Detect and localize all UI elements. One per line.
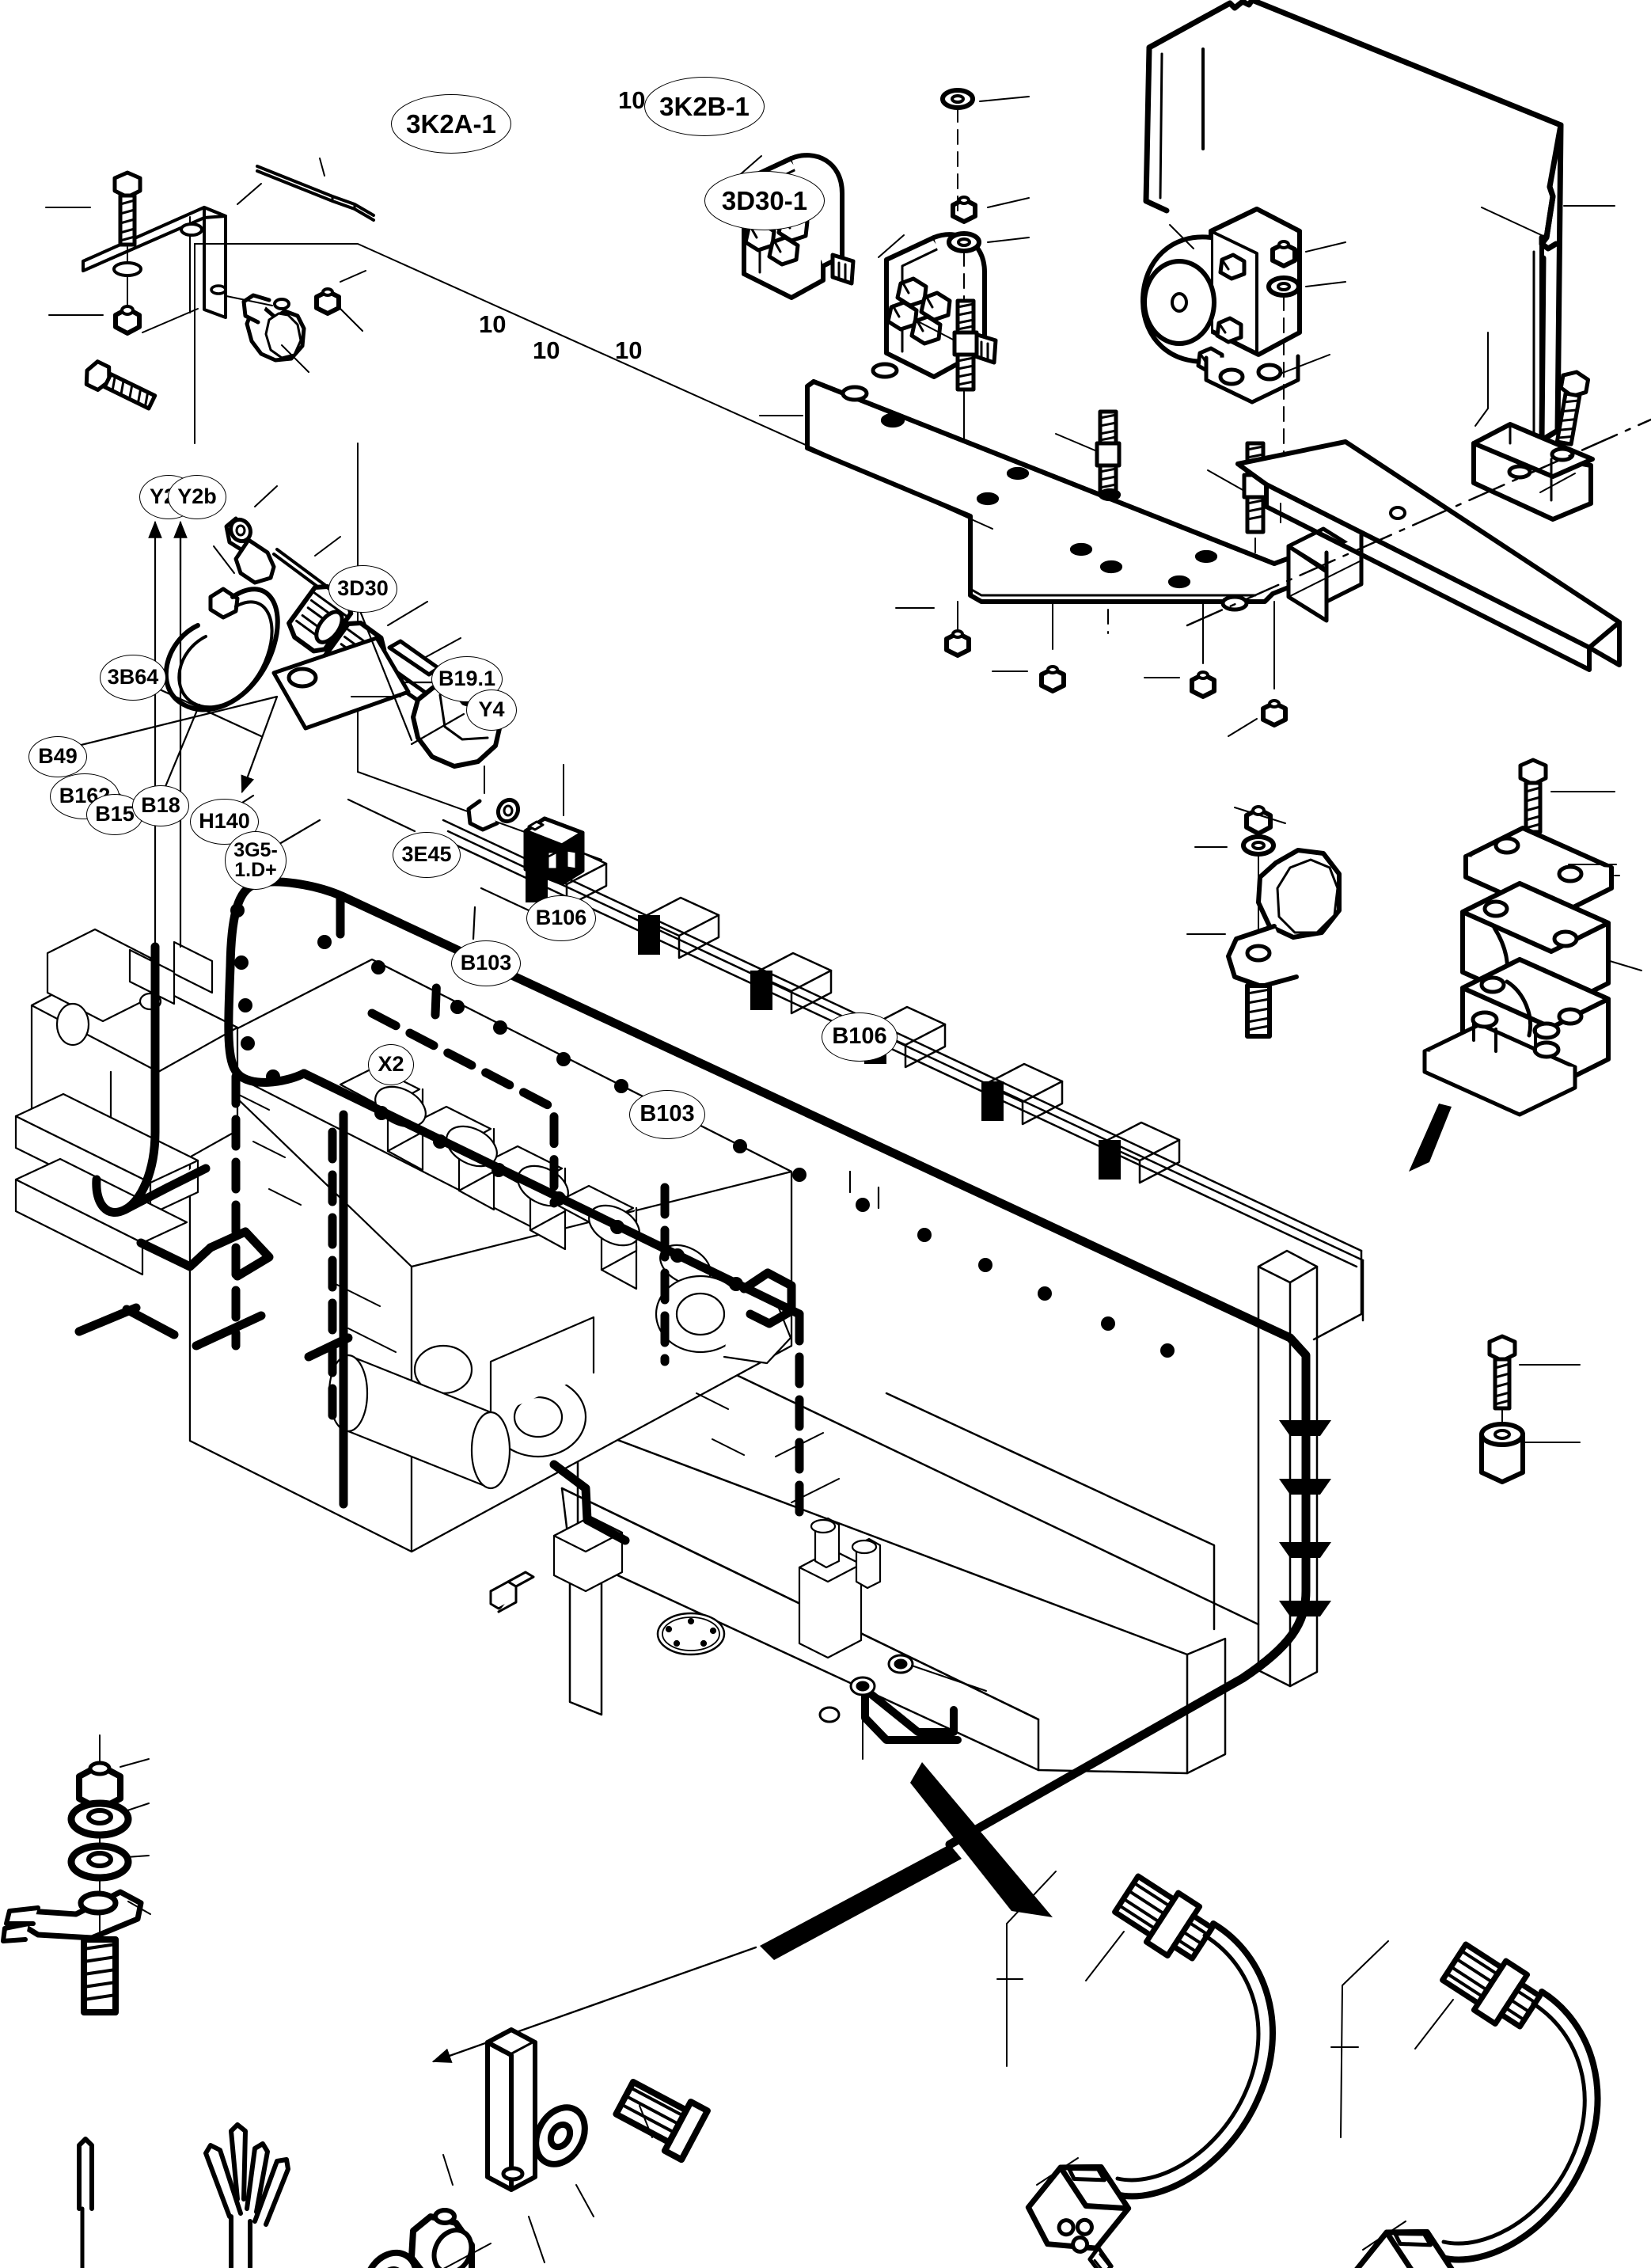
p-clamp-assembly-group — [1186, 807, 1342, 1039]
label-p-10-top: 10 — [618, 86, 646, 114]
protective-cover-group — [1143, 0, 1615, 522]
label-p-10-c: 10 — [615, 336, 643, 364]
wire-samples-group — [77, 2027, 711, 2268]
callout-b15: B15 — [86, 794, 143, 835]
bracket-assembly-group — [45, 173, 366, 413]
callout-3b64: 3B64 — [100, 655, 166, 701]
callout-b18: B18 — [132, 785, 189, 826]
label-p-10-b: 10 — [533, 336, 560, 364]
plate-nut-fasteners — [895, 601, 1285, 737]
engine-assembly-group — [14, 819, 1364, 1775]
split-block-clamp-group — [1409, 760, 1642, 1172]
bolt-and-grommet-group — [1479, 1336, 1581, 1484]
callout-3k2a-1: 3K2A-1 — [391, 94, 511, 154]
ground-terminal-stack-group — [1, 1734, 151, 2015]
connector-kit-group — [163, 243, 993, 886]
callout-b106: B106 — [526, 895, 596, 941]
callout-b103: B103 — [451, 940, 521, 986]
callout-3d30: 3D30 — [328, 565, 397, 613]
terminal-pin-group — [256, 158, 375, 222]
harness-pointer-arrows — [760, 1762, 1053, 1960]
callout-y2b: Y2b — [168, 475, 226, 519]
cable-b106-group — [1330, 1940, 1601, 2268]
callout-b106: B106 — [822, 1012, 898, 1062]
callout-b49: B49 — [28, 736, 87, 777]
callout-y4: Y4 — [466, 690, 517, 731]
angle-bracket-group — [1186, 418, 1651, 672]
callout-3k2b-1: 3K2B-1 — [644, 77, 765, 136]
callout-3g5-1-d-: 3G5- 1.D+ — [225, 831, 287, 890]
callout-3d30-1: 3D30-1 — [704, 171, 825, 230]
plate-sensor-leads — [861, 1685, 962, 1744]
cable-b103-group — [996, 1871, 1276, 2268]
callout-x2: X2 — [368, 1044, 414, 1085]
callout-3e45: 3E45 — [393, 832, 461, 878]
label-p-10-a: 10 — [479, 310, 507, 338]
callout-b103: B103 — [629, 1090, 705, 1139]
relay-mounting-plate-group — [759, 362, 1364, 623]
solenoid-3d30-group — [1141, 207, 1330, 405]
